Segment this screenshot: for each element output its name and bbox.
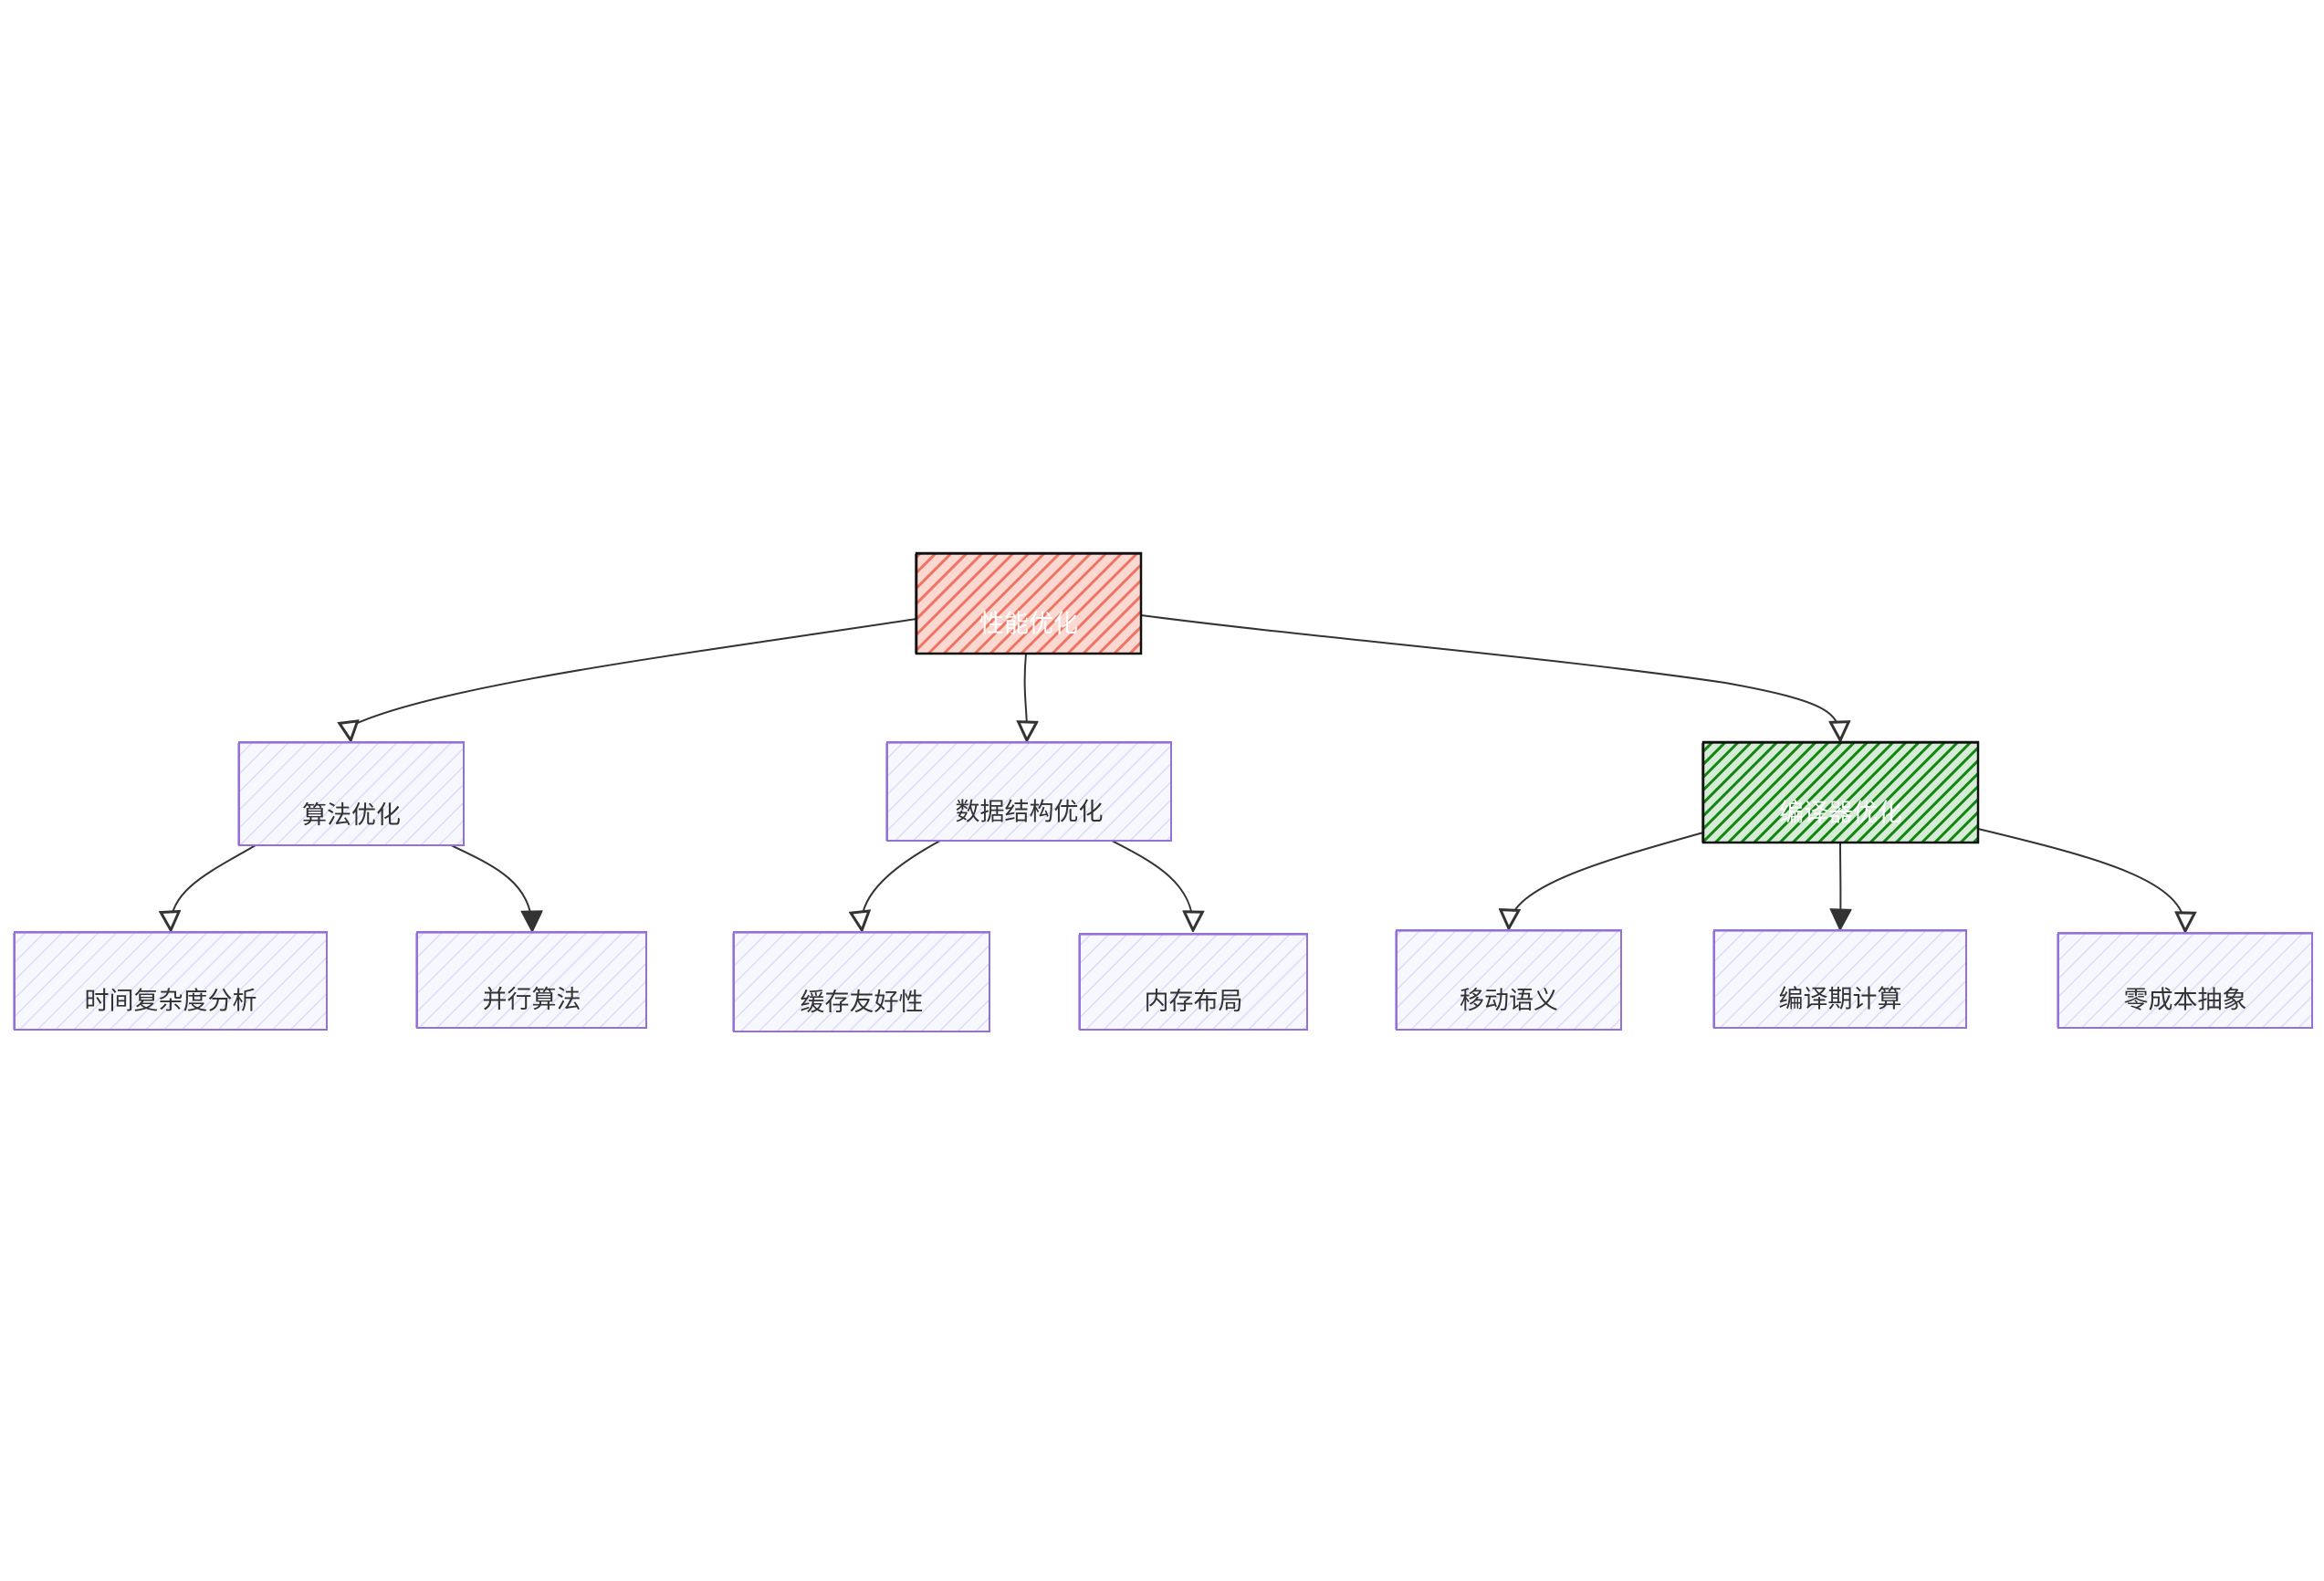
- node-box-ds: [886, 741, 1172, 842]
- node-box-coroutine: [2057, 932, 2313, 1029]
- node-constexpr[interactable]: 编译期计算: [1712, 929, 1967, 1029]
- node-label-parallel: 并行算法: [483, 986, 581, 1014]
- node-box-sketch-algo: [237, 743, 465, 845]
- edge-root-to-algo: [351, 618, 917, 738]
- node-ds[interactable]: 数据结构优化: [885, 741, 1172, 842]
- node-label-cache: 缓存友好性: [801, 989, 924, 1017]
- edge-ds-to-memory: [1111, 840, 1193, 928]
- node-box-parallel: [416, 931, 647, 1029]
- node-label-algo: 算法优化: [302, 801, 401, 830]
- node-box-sketch-coroutine: [2057, 934, 2313, 1028]
- edge-root-to-ds: [1025, 653, 1028, 738]
- edge-ds-to-cache: [862, 840, 941, 928]
- node-box-sketch-complexity: [13, 933, 328, 1030]
- node-box-sketch-cache: [732, 933, 990, 1031]
- node-box-sketch-root: [915, 554, 1142, 654]
- node-box-algo: [238, 741, 465, 846]
- node-box-cache: [733, 931, 990, 1032]
- node-memory[interactable]: 内存布局: [1078, 933, 1308, 1031]
- node-move[interactable]: 移动语义: [1395, 929, 1622, 1031]
- node-label-complexity: 时间复杂度分析: [85, 988, 257, 1016]
- edge-algo-to-complexity: [171, 844, 256, 928]
- node-box-move: [1396, 929, 1622, 1031]
- edges-layer: [171, 614, 2185, 929]
- node-coroutine[interactable]: 零成本抽象: [2057, 932, 2313, 1029]
- node-parallel[interactable]: 并行算法: [415, 931, 647, 1029]
- node-box-sketch-compiler: [1701, 743, 1979, 843]
- node-box-sketch-memory: [1078, 935, 1308, 1030]
- node-label-root: 性能优化: [979, 611, 1078, 639]
- node-box-sketch-ds: [885, 743, 1172, 841]
- node-label-compiler: 编译器优化: [1779, 800, 1902, 828]
- node-cache[interactable]: 缓存友好性: [732, 931, 990, 1032]
- node-algo[interactable]: 算法优化: [237, 741, 465, 846]
- node-root[interactable]: 性能优化: [915, 551, 1143, 655]
- node-label-move: 移动语义: [1460, 987, 1558, 1015]
- node-label-coroutine: 零成本抽象: [2124, 986, 2247, 1014]
- edge-compiler-to-coroutine: [1977, 828, 2185, 929]
- node-box-sketch-move: [1395, 931, 1622, 1030]
- node-box-complexity: [14, 931, 328, 1031]
- edge-root-to-compiler: [1140, 614, 1840, 738]
- edge-compiler-to-move: [1509, 832, 1704, 927]
- node-complexity[interactable]: 时间复杂度分析: [13, 931, 328, 1031]
- node-label-constexpr: 编译期计算: [1779, 986, 1902, 1014]
- node-compiler[interactable]: 编译器优化: [1701, 740, 1980, 844]
- node-box-memory: [1079, 933, 1308, 1031]
- node-box-sketch-constexpr: [1712, 931, 1967, 1028]
- node-label-ds: 数据结构优化: [956, 798, 1104, 826]
- node-box-sketch-parallel: [415, 933, 647, 1028]
- edge-algo-to-parallel: [446, 843, 532, 928]
- node-box-compiler: [1701, 740, 1980, 844]
- node-label-memory: 内存布局: [1145, 988, 1243, 1016]
